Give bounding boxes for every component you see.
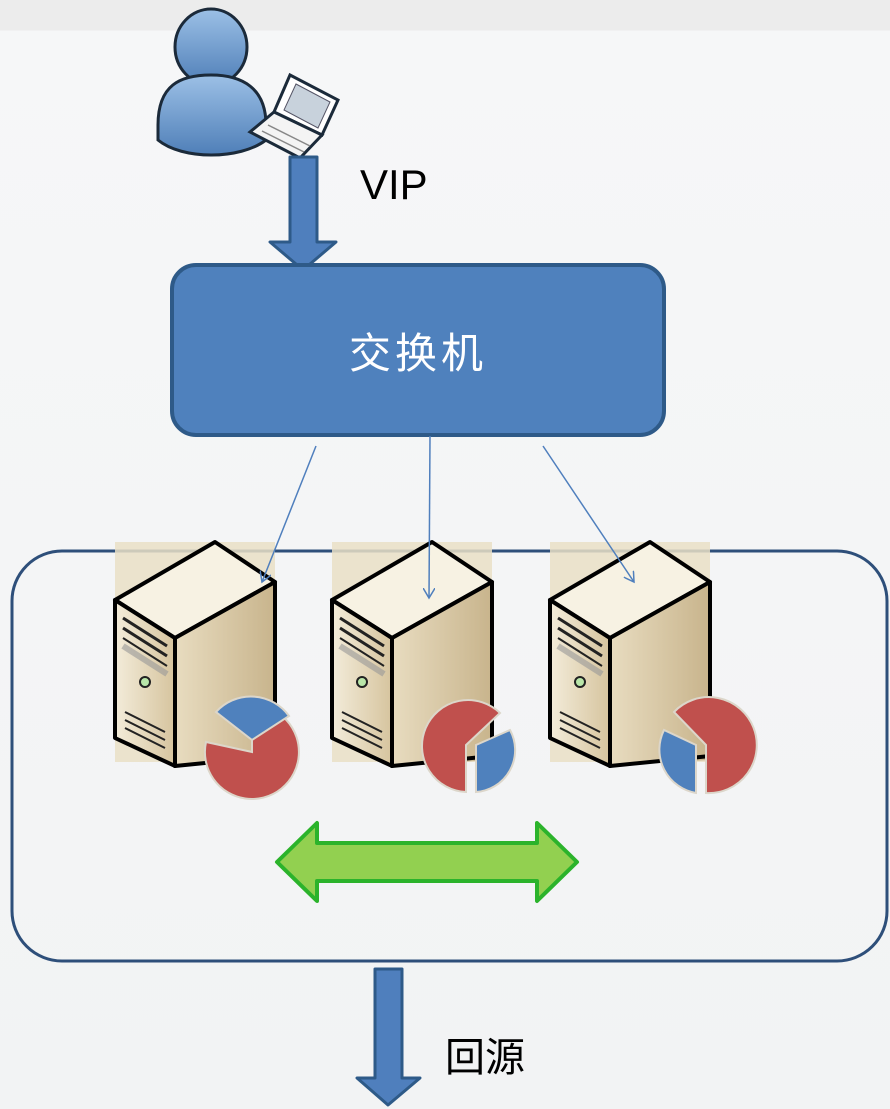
server-1 [115,542,300,800]
switch-to-server-1-arrow [262,445,317,582]
vip-label: VIP [360,161,428,208]
switch-to-server-2-arrow [429,435,430,598]
cluster-sync-double-arrow [275,821,579,903]
switch-box [170,263,666,437]
server-2 [332,542,517,794]
user-with-laptop-icon [156,7,340,160]
client-to-switch-arrow [268,155,338,272]
server-3 [550,542,758,795]
back-to-origin-label: 回源 [445,1035,525,1081]
switch-to-server-3-arrow [542,445,634,582]
switch-label: 交换机 [348,328,487,378]
back-to-origin-arrow [355,967,422,1107]
pie-chart-icon [658,696,758,795]
pie-chart-icon [421,699,517,794]
pie-chart-icon [203,695,300,800]
